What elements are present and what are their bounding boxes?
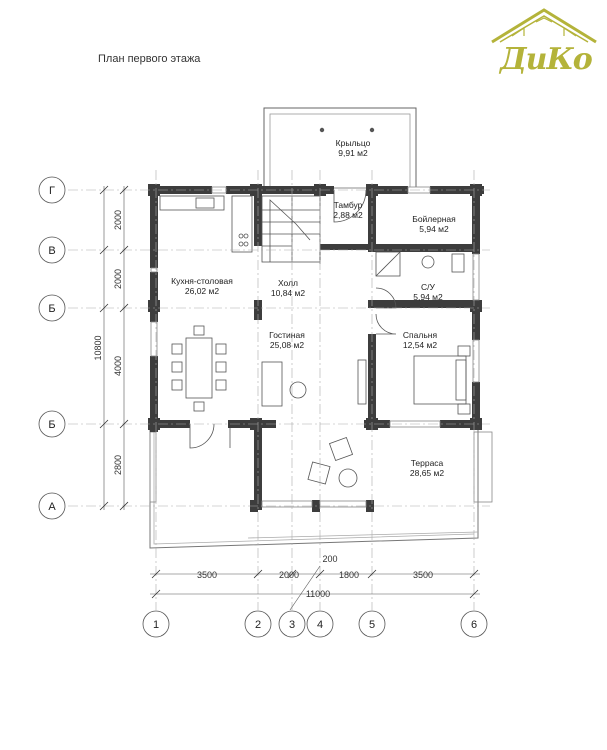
room-name: Тамбур [334, 200, 363, 210]
doors [189, 189, 397, 449]
logo-text: ДиКо [500, 42, 593, 77]
room-name: С/У [421, 282, 436, 292]
room-area: 2,88 м2 [333, 210, 363, 220]
vertical-dimension: 2800 [113, 455, 123, 475]
room-area: 5,94 м2 [419, 224, 449, 234]
room-name: Кухня-столовая [171, 276, 233, 286]
row-axis-label: В [48, 245, 55, 257]
vertical-total-dimension: 10800 [93, 335, 103, 360]
column-axis-label: 4 [317, 619, 323, 631]
plan-title: План первого этажа [98, 53, 201, 65]
bathroom-fixtures [375, 251, 465, 277]
column-axis-bubble [244, 610, 272, 638]
column-axis-label: 3 [289, 619, 295, 631]
column-axis-label: 6 [471, 619, 477, 631]
horizontal-dimension: 2000 [279, 570, 299, 580]
row-axis-label: Б [48, 303, 55, 315]
row-axes: Г В Б Б А [38, 176, 490, 520]
room-area: 9,91 м2 [338, 148, 368, 158]
kitchen-counter [159, 195, 253, 253]
column-axis-label: 1 [153, 619, 159, 631]
porch [263, 107, 417, 189]
vertical-dimension: 2000 [113, 269, 123, 289]
room-name: Терраса [411, 458, 444, 468]
row-axis-label: Б [48, 419, 55, 431]
horizontal-dimension: 3500 [197, 570, 217, 580]
column-axis-label: 5 [369, 619, 375, 631]
stairs [261, 195, 321, 263]
room-area: 28,65 м2 [410, 468, 444, 478]
room-area: 26,02 м2 [185, 286, 219, 296]
room-name: Гостиная [269, 330, 305, 340]
column-axis-bubble [142, 610, 170, 638]
row-axis-bubble [38, 410, 66, 438]
living-furniture [261, 359, 367, 488]
room-area: 12,54 м2 [403, 340, 437, 350]
room-name: Крыльцо [336, 138, 371, 148]
column-axes: 1 2 3 4 5 6 [142, 170, 488, 638]
room-area: 5,94 м2 [413, 292, 443, 302]
row-axis-bubble [38, 294, 66, 322]
house-roof-icon [491, 8, 597, 44]
room-area: 25,08 м2 [270, 340, 304, 350]
column-axis-bubble [460, 610, 488, 638]
room-name: Спальня [403, 330, 438, 340]
bedroom-bed [413, 345, 471, 415]
horizontal-dimension: 3500 [413, 570, 433, 580]
dико-logo: ДиКо [484, 6, 604, 86]
column-axis-label: 2 [255, 619, 261, 631]
room-name: Холл [278, 278, 298, 288]
column-axis-bubble [306, 610, 334, 638]
horizontal-total-dimension: 11000 [306, 589, 330, 599]
row-axis-bubble [38, 492, 66, 520]
row-axis-label: Г [49, 185, 55, 197]
dining-table [171, 325, 227, 412]
vertical-dimension: 4000 [113, 356, 123, 376]
room-area: 10,84 м2 [271, 288, 305, 298]
row-axis-bubble [38, 176, 66, 204]
row-axis-label: А [48, 501, 56, 513]
row-axis-bubble [38, 236, 66, 264]
vertical-dimension: 2000 [113, 210, 123, 230]
column-axis-bubble [278, 610, 306, 638]
horizontal-dimension: 1800 [339, 570, 359, 580]
terrace-outline [149, 428, 493, 549]
column-axis-bubble [358, 610, 386, 638]
horizontal-dimension: 200 [322, 554, 337, 564]
room-name: Бойлерная [412, 214, 456, 224]
